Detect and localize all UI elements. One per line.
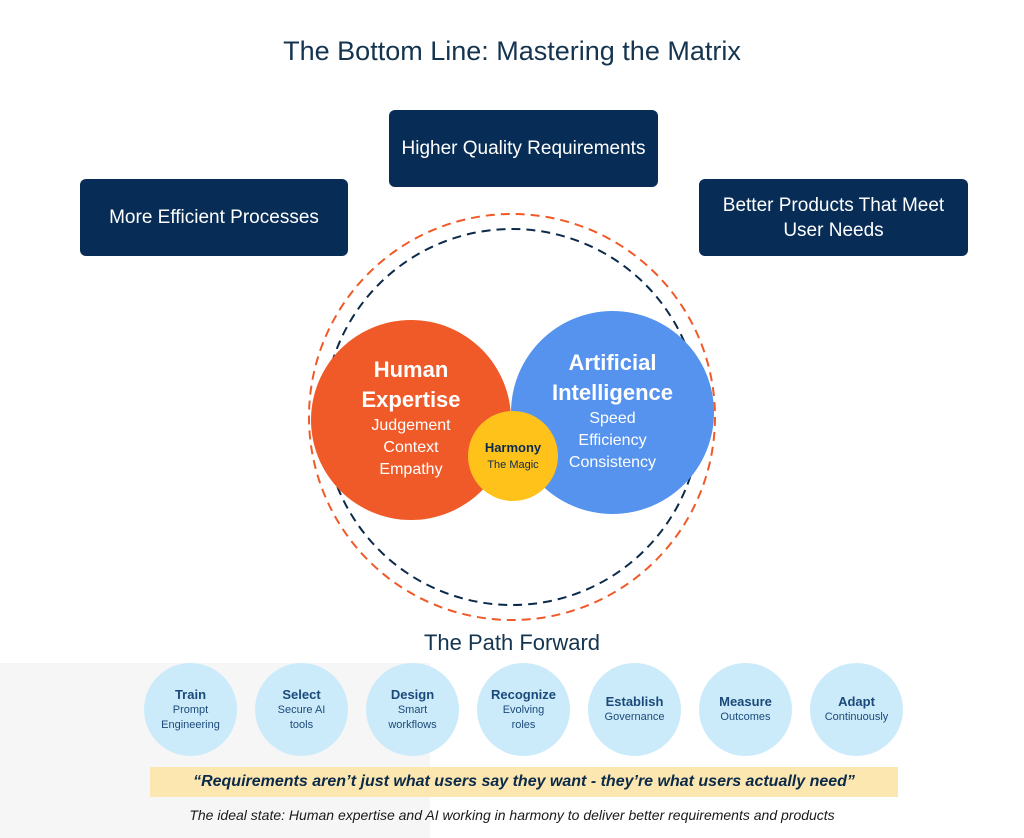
step-title: Adapt bbox=[838, 694, 875, 709]
human-item: Judgement bbox=[371, 417, 451, 434]
step-desc: Outcomes bbox=[720, 711, 771, 723]
step-desc: tools bbox=[289, 718, 314, 731]
step-desc: Evolving bbox=[502, 703, 545, 716]
step-desc: Smart bbox=[397, 703, 428, 716]
human-item: Context bbox=[383, 439, 439, 456]
step-recognize: Recognize Evolving roles bbox=[477, 663, 570, 756]
human-heading-2: Expertise bbox=[361, 387, 461, 412]
human-expertise-circle: Human Expertise Judgement Context Empath… bbox=[311, 320, 511, 520]
step-title: Design bbox=[390, 686, 435, 702]
ai-item: Efficiency bbox=[578, 431, 647, 449]
human-heading-1: Human bbox=[373, 357, 449, 382]
step-desc: Continuously bbox=[824, 711, 889, 723]
step-design: Design Smart workflows bbox=[366, 663, 459, 756]
outcome-label: More Efficient Processes bbox=[109, 207, 319, 228]
path-forward-title: The Path Forward bbox=[423, 630, 601, 655]
ai-heading-1: Artificial bbox=[568, 349, 657, 375]
step-establish: Establish Governance bbox=[588, 663, 681, 756]
step-title: Measure bbox=[719, 694, 772, 709]
harmony-label: Harmony bbox=[484, 440, 542, 455]
harmony-sub: The Magic bbox=[487, 459, 539, 471]
outcome-box-quality: Higher Quality Requirements bbox=[389, 110, 658, 187]
step-desc: Engineering bbox=[161, 718, 220, 731]
step-train: Train Prompt Engineering bbox=[144, 663, 237, 756]
step-desc: workflows bbox=[388, 718, 437, 731]
harmony-circle: Harmony The Magic bbox=[468, 411, 558, 501]
ai-item: Consistency bbox=[568, 453, 657, 471]
step-title: Establish bbox=[605, 694, 664, 709]
quote-text: “Requirements aren’t just what users say… bbox=[193, 773, 855, 790]
step-desc: Governance bbox=[604, 711, 665, 723]
step-measure: Measure Outcomes bbox=[699, 663, 792, 756]
outer-dashed-ring bbox=[308, 213, 716, 621]
step-select: Select Secure AI tools bbox=[255, 663, 348, 756]
step-adapt: Adapt Continuously bbox=[810, 663, 903, 756]
step-desc: roles bbox=[511, 718, 536, 731]
step-desc: Secure AI bbox=[277, 703, 326, 716]
step-desc: Prompt bbox=[172, 703, 209, 716]
ai-heading-2: Intelligence bbox=[551, 379, 674, 405]
human-item: Empathy bbox=[379, 461, 443, 478]
step-title: Train bbox=[174, 686, 207, 702]
step-title: Recognize bbox=[490, 686, 556, 702]
ai-item: Speed bbox=[589, 409, 636, 427]
quote-banner: “Requirements aren’t just what users say… bbox=[150, 767, 898, 797]
outcome-box-products: Better Products That Meet User Needs bbox=[699, 179, 968, 256]
outcome-label: Higher Quality Requirements bbox=[401, 138, 646, 159]
page-title: The Bottom Line: Mastering the Matrix bbox=[283, 36, 741, 66]
footer-text: The ideal state: Human expertise and AI … bbox=[189, 807, 835, 823]
outcome-box-efficiency: More Efficient Processes bbox=[80, 179, 348, 256]
step-title: Select bbox=[282, 686, 321, 702]
outcome-label: Better Products That Meet User Needs bbox=[722, 194, 945, 241]
